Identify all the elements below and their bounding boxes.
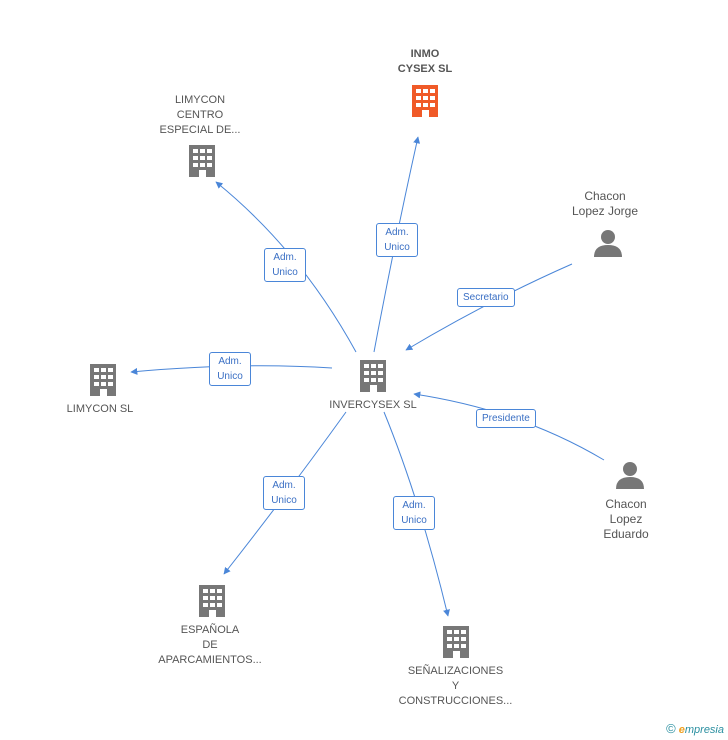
brand-footer[interactable]: © empresia bbox=[666, 721, 724, 736]
senalizaciones-building-icon[interactable] bbox=[443, 626, 469, 658]
senalizaciones-label[interactable]: SEÑALIZACIONES Y CONSTRUCCIONES... bbox=[393, 664, 518, 709]
brand-first-letter: e bbox=[678, 724, 685, 736]
edge-label-to-senalizaciones[interactable]: Adm. Unico bbox=[393, 496, 435, 530]
eduardo-person-icon[interactable] bbox=[616, 462, 644, 489]
jorge-label-line2: Lopez Jorge bbox=[571, 204, 639, 218]
edge-label-to-limycon-centro-line1: Adm. bbox=[273, 252, 297, 263]
edge-label-from-jorge-text: Secretario bbox=[463, 292, 509, 303]
jorge-label-line1: Chacon bbox=[584, 189, 626, 203]
inmo-label[interactable]: INMO CYSEX SL bbox=[375, 47, 475, 77]
senalizaciones-label-line3: CONSTRUCCIONES... bbox=[398, 695, 513, 707]
edge-label-to-limycon-line1: Adm. bbox=[218, 356, 242, 367]
edge-label-to-espanola-line2: Unico bbox=[271, 495, 297, 506]
limycon-centro-label-line2: CENTRO bbox=[176, 109, 224, 121]
edge-label-to-limycon-line2: Unico bbox=[217, 371, 243, 382]
edge-from-jorge bbox=[405, 263, 573, 351]
limycon-building-icon[interactable] bbox=[90, 364, 116, 396]
jorge-person-icon[interactable] bbox=[594, 230, 622, 257]
limycon-centro-label[interactable]: LIMYCON CENTRO ESPECIAL DE... bbox=[150, 93, 250, 138]
espanola-label-line3: APARCAMIENTOS... bbox=[158, 654, 262, 666]
limycon-centro-building-icon[interactable] bbox=[189, 145, 215, 177]
copyright-icon: © bbox=[666, 721, 676, 736]
senalizaciones-label-line2: Y bbox=[451, 680, 460, 692]
center-label-text: INVERCYSEX SL bbox=[329, 399, 417, 411]
edge-label-to-inmo-line2: Unico bbox=[384, 242, 410, 253]
inmo-label-line1: INMO bbox=[410, 48, 440, 60]
edge-label-to-senalizaciones-line1: Adm. bbox=[402, 500, 426, 511]
center-label[interactable]: INVERCYSEX SL bbox=[318, 398, 428, 413]
espanola-label-line1: ESPAÑOLA bbox=[180, 624, 240, 636]
eduardo-label[interactable]: Chacon Lopez Eduardo bbox=[576, 497, 676, 542]
edge-label-to-limycon-centro-line2: Unico bbox=[272, 267, 298, 278]
limycon-label[interactable]: LIMYCON SL bbox=[50, 402, 150, 417]
edge-label-to-limycon-centro[interactable]: Adm. Unico bbox=[264, 248, 306, 282]
edge-label-to-espanola-line1: Adm. bbox=[272, 480, 296, 491]
edge-label-from-jorge[interactable]: Secretario bbox=[457, 288, 515, 307]
edge-label-from-eduardo[interactable]: Presidente bbox=[476, 409, 536, 428]
espanola-label[interactable]: ESPAÑOLA DE APARCAMIENTOS... bbox=[150, 623, 270, 668]
edge-label-to-senalizaciones-line2: Unico bbox=[401, 515, 427, 526]
eduardo-label-line1: Chacon bbox=[605, 497, 647, 511]
senalizaciones-label-line1: SEÑALIZACIONES bbox=[407, 665, 504, 677]
edge-label-to-inmo[interactable]: Adm. Unico bbox=[376, 223, 418, 257]
inmo-building-icon[interactable] bbox=[412, 85, 438, 117]
eduardo-label-line2: Lopez bbox=[609, 512, 643, 526]
limycon-centro-label-line3: ESPECIAL DE... bbox=[159, 124, 241, 136]
espanola-building-icon[interactable] bbox=[199, 585, 225, 617]
edge-label-from-eduardo-text: Presidente bbox=[482, 413, 530, 424]
limycon-centro-label-line1: LIMYCON bbox=[174, 94, 226, 106]
limycon-label-text: LIMYCON SL bbox=[66, 403, 134, 415]
brand-rest: mpresia bbox=[684, 724, 724, 736]
espanola-label-line2: DE bbox=[202, 639, 218, 651]
jorge-label[interactable]: Chacon Lopez Jorge bbox=[555, 189, 655, 219]
edge-label-to-limycon[interactable]: Adm. Unico bbox=[209, 352, 251, 386]
center-building-icon[interactable] bbox=[360, 360, 386, 392]
inmo-label-line2: CYSEX SL bbox=[397, 63, 453, 75]
edge-label-to-inmo-line1: Adm. bbox=[385, 227, 409, 238]
edge-label-to-espanola[interactable]: Adm. Unico bbox=[263, 476, 305, 510]
eduardo-label-line3: Eduardo bbox=[603, 527, 649, 541]
